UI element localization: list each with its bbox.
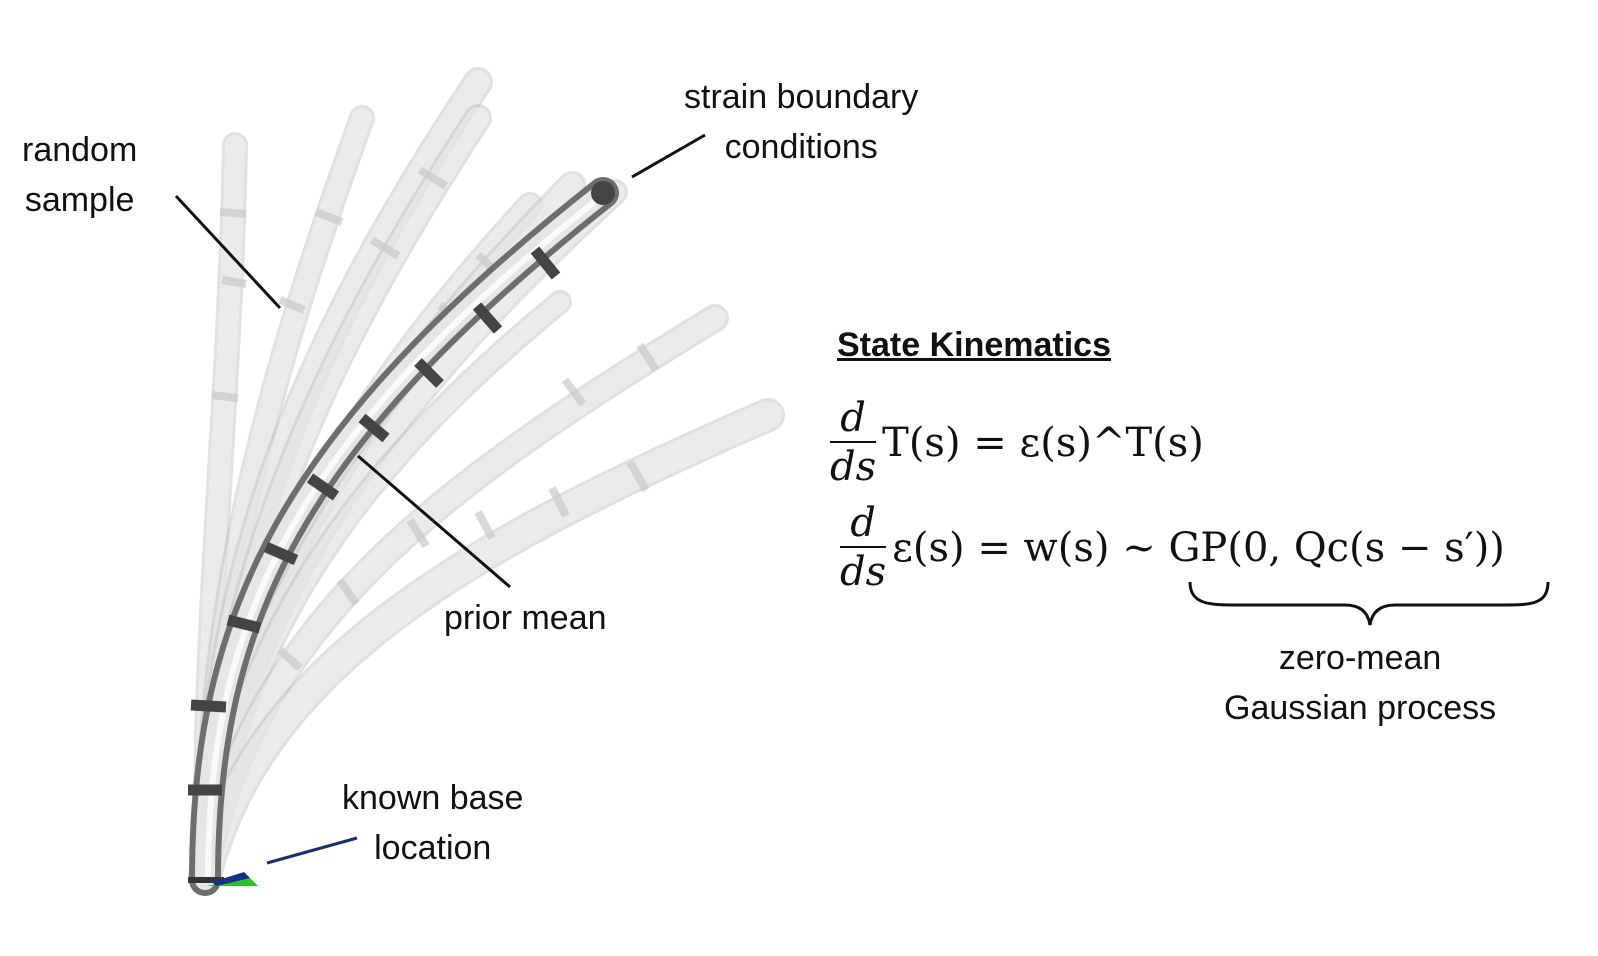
leader-known-base [266, 836, 358, 865]
leader-strain-boundary [631, 133, 706, 179]
eq1-numerator: d [840, 395, 866, 441]
eq2-numerator: d [850, 500, 876, 546]
eq2-derivative: d ds [840, 500, 887, 596]
label-known-base-line2: location [374, 829, 492, 867]
equation-2: d ds ε(s) = w(s) ~ GP(0, Qc(s − s′)) [840, 500, 1505, 596]
label-zero-mean-gp: zero-mean Gaussian process [1224, 633, 1496, 733]
label-prior-mean: prior mean [444, 599, 607, 637]
leader-random-sample [174, 194, 282, 310]
leader-lines [174, 133, 706, 865]
equation-1: d ds T(s) = ε(s)^T(s) [830, 395, 1204, 491]
eq1-derivative: d ds [830, 395, 877, 491]
label-zero-mean-gp-line1: zero-mean [1278, 639, 1442, 677]
label-strain-boundary: strain boundary conditions [684, 72, 918, 172]
label-strain-boundary-line2: conditions [724, 128, 878, 166]
label-known-base: known base location [342, 773, 523, 873]
prior-mean-curve [188, 177, 619, 896]
leader-prior-mean [357, 454, 511, 589]
label-random-sample-line2: sample [24, 181, 135, 219]
label-random-sample: random sample [22, 125, 137, 225]
random-sample-curves [188, 67, 785, 892]
label-strain-boundary-line1: strain boundary [684, 78, 919, 116]
state-kinematics-heading: State Kinematics [837, 326, 1111, 364]
gp-brace [1188, 581, 1550, 626]
eq2-rhs: ε(s) = w(s) ~ GP(0, Qc(s − s′)) [892, 525, 1505, 571]
eq2-denominator: ds [840, 549, 887, 595]
label-zero-mean-gp-line2: Gaussian process [1224, 689, 1497, 727]
label-random-sample-line1: random [22, 131, 138, 169]
label-known-base-line1: known base [342, 779, 524, 817]
coordinate-frame-icon [206, 872, 258, 886]
eq1-denominator: ds [830, 444, 877, 490]
eq1-rhs: T(s) = ε(s)^T(s) [882, 420, 1204, 466]
